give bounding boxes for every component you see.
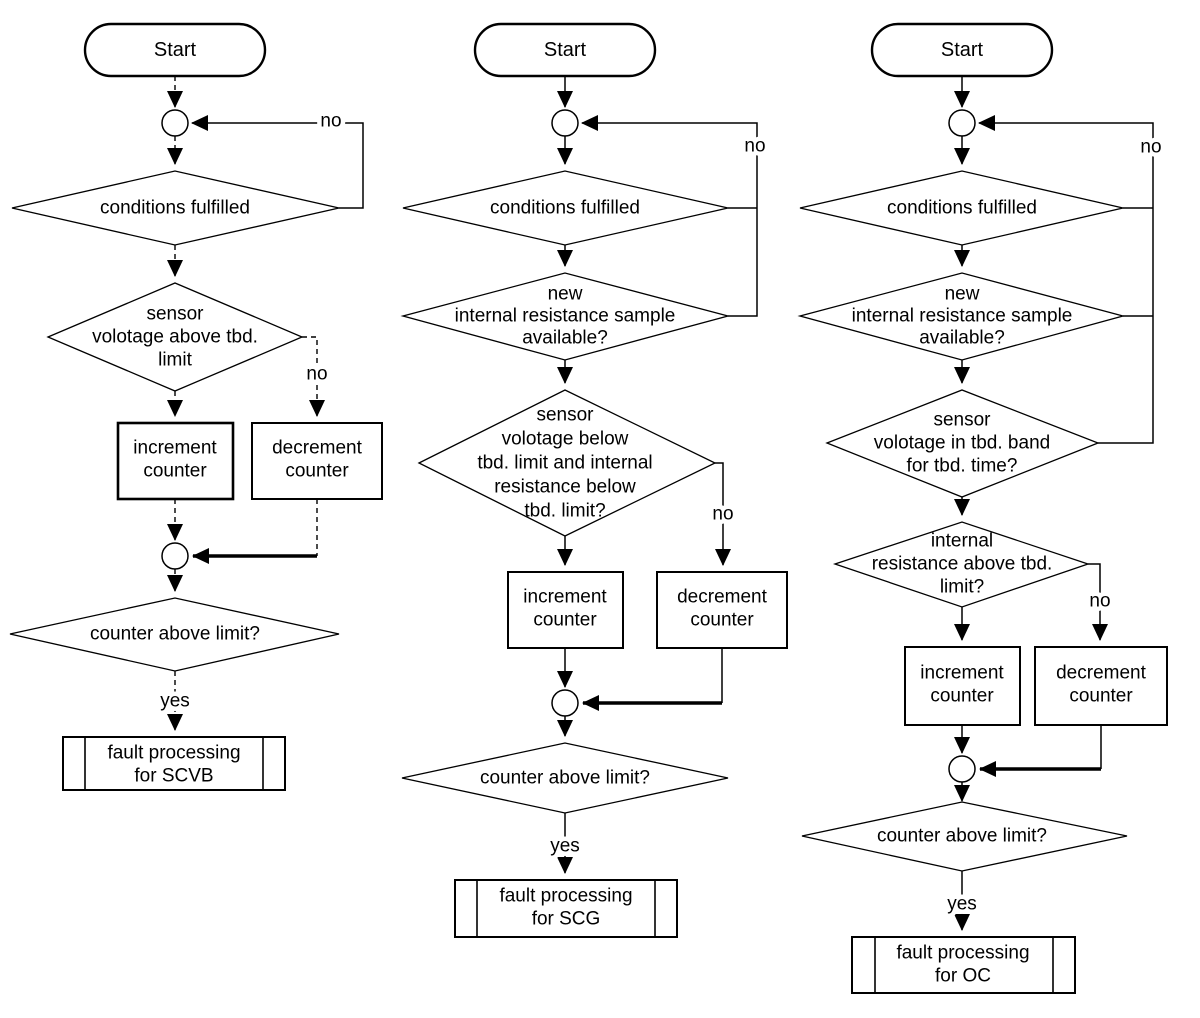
no-branch-label: no — [306, 364, 327, 385]
decision-label: tbd. limit? — [524, 501, 605, 522]
yes-label: yes — [160, 691, 190, 712]
merge-junction-circle — [161, 542, 189, 570]
edge-no-branch — [715, 462, 731, 566]
process-increment-counter — [116, 421, 235, 501]
decision-label: resistance below — [494, 477, 636, 498]
decision-label: tbd. limit and internal — [477, 453, 652, 474]
process-label: increment — [920, 663, 1004, 684]
decision-label: conditions fulfilled — [887, 198, 1037, 219]
flowchart-oc: Start no conditions fulfilled new intern… — [797, 22, 1168, 994]
yes-label: yes — [550, 836, 580, 857]
merge-junction-circle — [948, 755, 976, 783]
start-label: Start — [941, 39, 984, 61]
decision-label: new — [548, 284, 583, 305]
process-label: counter — [285, 461, 349, 482]
predefined-fault-processing — [62, 736, 286, 791]
decision-label: new — [945, 284, 980, 305]
process-label: counter — [143, 461, 207, 482]
process-increment-counter — [507, 571, 624, 649]
decision-label: available? — [919, 328, 1005, 349]
process-label: increment — [133, 438, 217, 459]
decision-new-sample — [797, 272, 1126, 361]
decision-label: counter above limit? — [90, 624, 260, 645]
decision-label: counter above limit? — [877, 826, 1047, 847]
decision-label: available? — [522, 328, 608, 349]
decision-label: limit? — [940, 577, 984, 598]
decision-label: counter above limit? — [480, 768, 650, 789]
start-label: Start — [544, 39, 587, 61]
process-label: decrement — [272, 438, 362, 459]
process-label: counter — [533, 610, 597, 631]
predefined-label: fault processing — [499, 886, 632, 907]
process-decrement-counter — [656, 571, 788, 649]
process-label: counter — [690, 610, 754, 631]
decision-label: volotage above tbd. — [92, 327, 258, 348]
decision-new-sample — [400, 272, 731, 361]
process-decrement-counter — [251, 422, 383, 500]
junction-circle — [551, 109, 579, 137]
flowchart-scg: Start no conditions fulfilled new intern… — [400, 22, 788, 938]
no-loop-label: no — [320, 111, 341, 132]
decision-sensor-voltage — [825, 389, 1100, 498]
decision-label: limit — [158, 350, 192, 371]
flowchart-scvb: Start no conditions fulfilled sensor vol… — [9, 22, 383, 791]
yes-label: yes — [947, 894, 977, 915]
decision-conditions-fulfilled — [11, 170, 340, 246]
edge-no-loop — [581, 115, 758, 317]
no-branch-label: no — [712, 504, 733, 525]
start-label: Start — [154, 39, 197, 61]
process-label: counter — [930, 686, 994, 707]
process-increment-counter — [904, 646, 1021, 726]
decision-label: internal — [931, 531, 993, 552]
no-branch-label: no — [1089, 591, 1110, 612]
decision-label: for tbd. time? — [907, 456, 1018, 477]
process-label: counter — [1069, 686, 1133, 707]
edge-no-loop — [191, 115, 364, 209]
decision-label: sensor — [146, 304, 204, 325]
decision-conditions-fulfilled — [402, 170, 729, 246]
edge-no-branch — [1088, 563, 1108, 641]
junction-circle — [161, 109, 189, 137]
decision-counter-above-limit — [401, 742, 729, 814]
decision-label: sensor — [536, 405, 594, 426]
decision-label: volotage below — [502, 429, 629, 450]
junction-circle — [948, 109, 976, 137]
predefined-label: for SCG — [532, 909, 601, 930]
predefined-fault-processing — [454, 879, 678, 938]
decision-label: resistance above tbd. — [872, 554, 1053, 575]
edge-no-branch — [302, 336, 325, 417]
process-label: increment — [523, 587, 607, 608]
predefined-label: fault processing — [107, 743, 240, 764]
predefined-label: for SCVB — [134, 766, 213, 787]
decision-counter-above-limit — [801, 801, 1128, 872]
no-loop-label: no — [744, 136, 765, 157]
edge-no-loop — [978, 115, 1154, 444]
predefined-label: for OC — [935, 966, 991, 987]
process-label: decrement — [677, 587, 767, 608]
predefined-fault-processing — [851, 936, 1076, 994]
no-loop-label: no — [1140, 137, 1161, 158]
decision-label: conditions fulfilled — [490, 198, 640, 219]
decision-conditions-fulfilled — [799, 170, 1124, 246]
predefined-label: fault processing — [896, 943, 1029, 964]
process-label: decrement — [1056, 663, 1146, 684]
decision-label: sensor — [933, 410, 991, 431]
decision-label: volotage in tbd. band — [874, 433, 1050, 454]
decision-counter-above-limit — [9, 597, 340, 672]
decision-label: internal resistance sample — [852, 306, 1073, 327]
decision-label: internal resistance sample — [455, 306, 676, 327]
decision-label: conditions fulfilled — [100, 198, 250, 219]
merge-junction-circle — [551, 689, 579, 717]
